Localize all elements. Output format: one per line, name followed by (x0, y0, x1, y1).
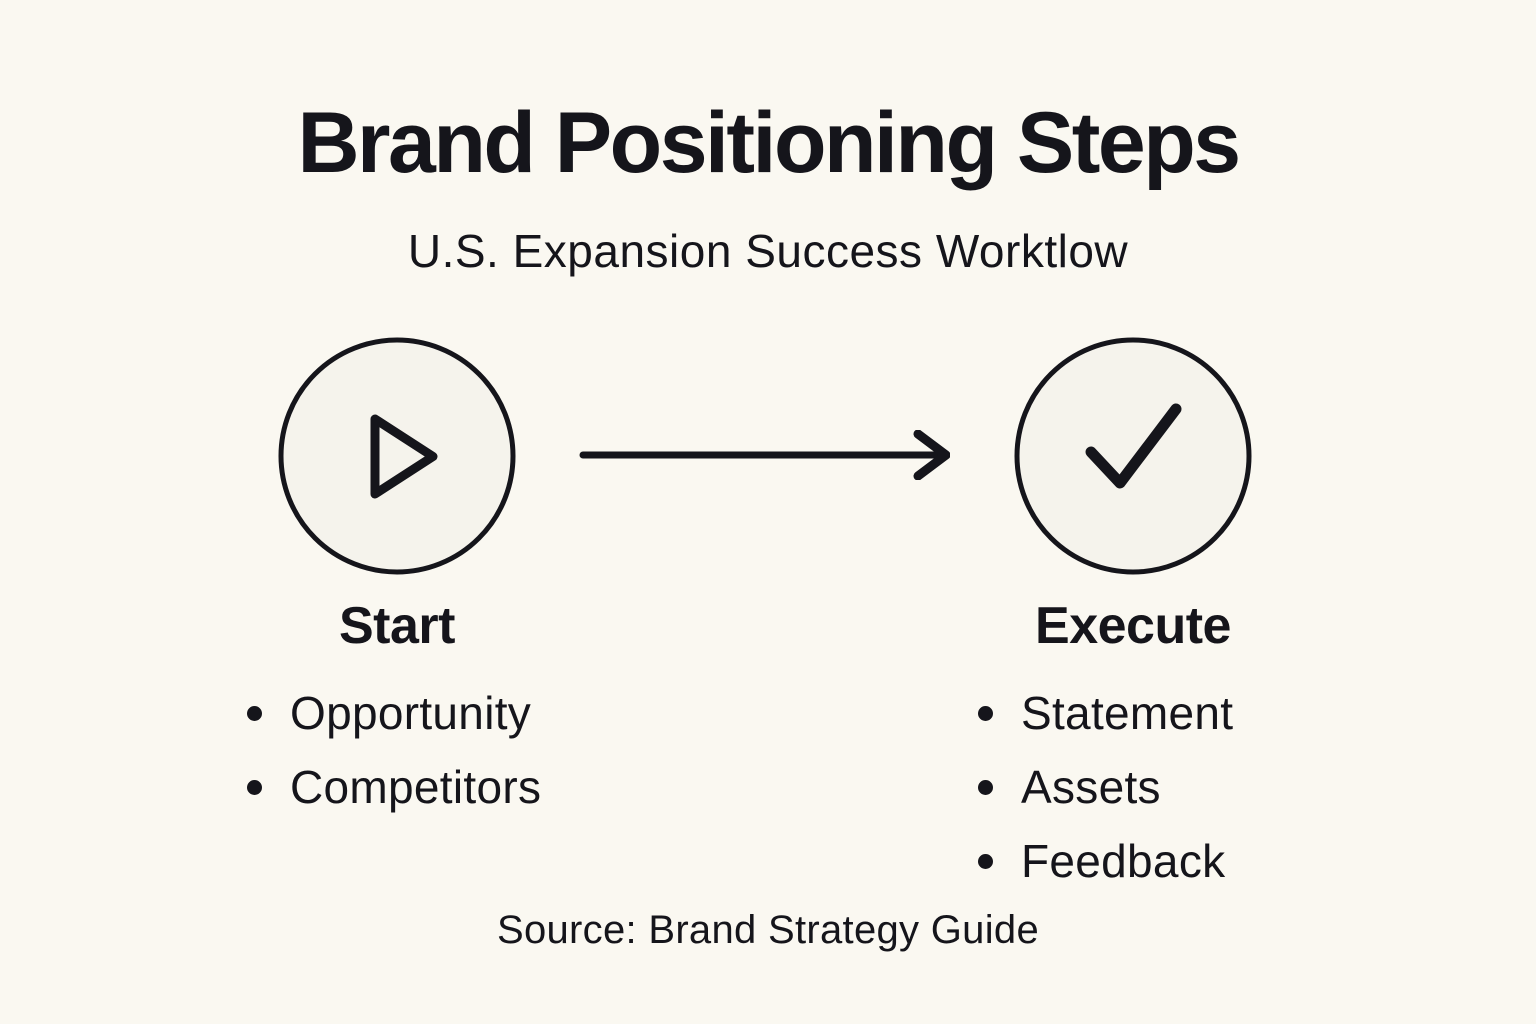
play-icon (370, 414, 438, 499)
bullet-dot (247, 779, 262, 795)
list-item-label: Competitors (290, 761, 542, 813)
execute-bullet-list: Statement Assets Feedback (978, 676, 1233, 898)
list-item: Opportunity (247, 676, 541, 750)
list-item-label: Opportunity (290, 687, 532, 739)
check-icon (1085, 403, 1182, 489)
list-item-label: Assets (1021, 761, 1161, 813)
page-subtitle: U.S. Expansion Success Worktlow (407, 225, 1129, 277)
start-node-label: Start (339, 597, 455, 655)
bullet-dot (978, 853, 993, 869)
list-item: Assets (978, 750, 1233, 824)
list-item-label: Feedback (1021, 835, 1226, 887)
start-node-circle (278, 337, 516, 575)
execute-node-circle (1014, 337, 1252, 575)
start-bullet-list: Opportunity Competitors (247, 676, 541, 824)
bullet-dot (978, 779, 993, 795)
source-caption: Source: Brand Strategy Guide (496, 908, 1040, 952)
list-item: Feedback (978, 824, 1233, 898)
list-item: Statement (978, 676, 1233, 750)
bullet-dot (247, 705, 262, 721)
bullet-dot (978, 705, 993, 721)
arrow-right-icon (579, 430, 950, 480)
list-item-label: Statement (1021, 687, 1234, 739)
page-title: Brand Positioning Steps (297, 95, 1241, 191)
list-item: Competitors (247, 750, 541, 824)
execute-node-label: Execute (1035, 597, 1231, 655)
